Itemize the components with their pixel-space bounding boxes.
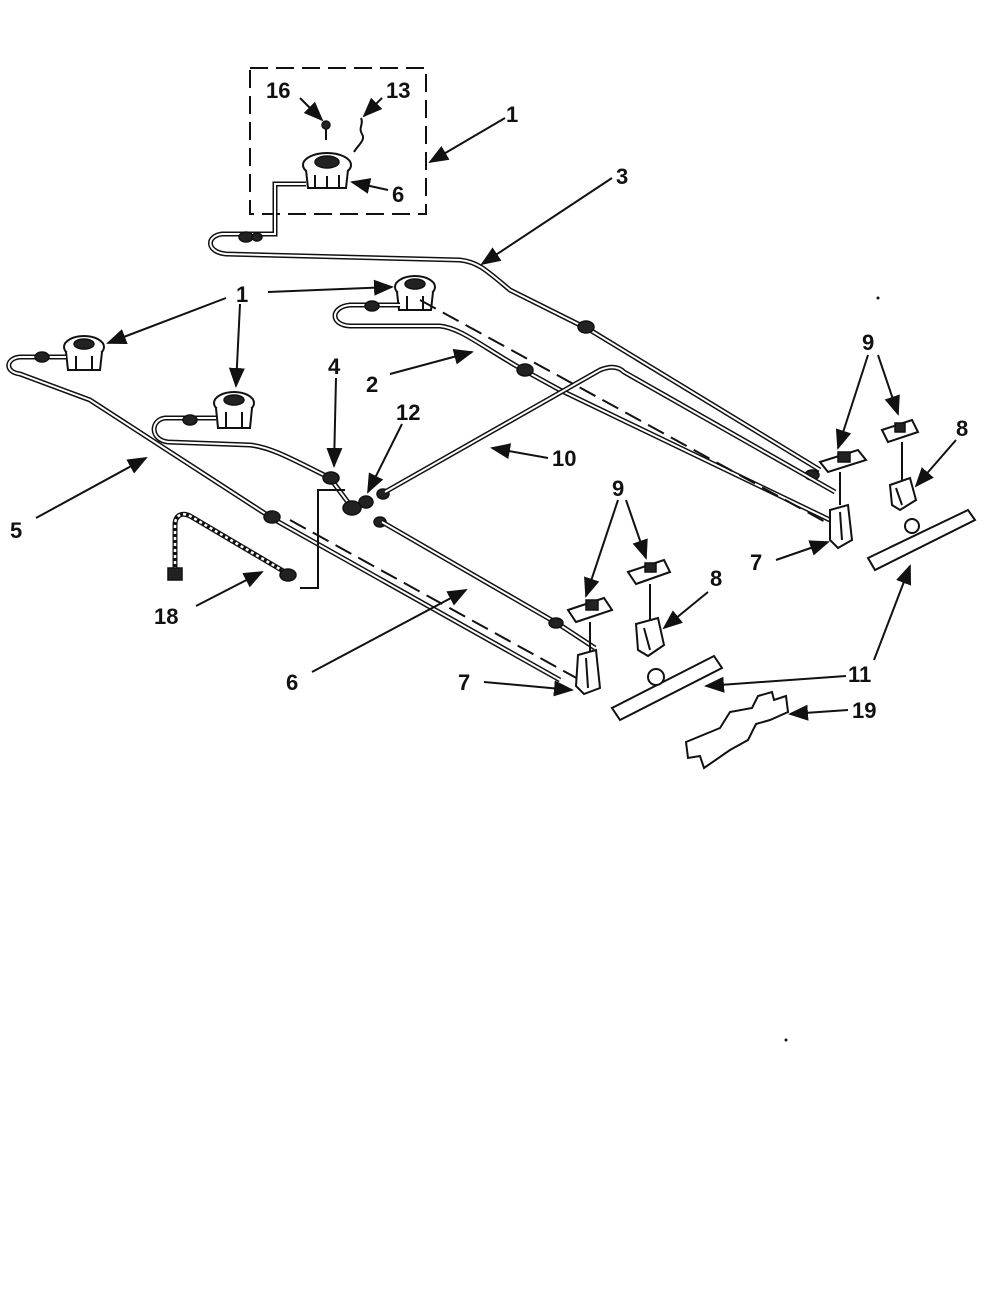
- gas-tube-10: [383, 364, 837, 495]
- leader-1-to-left-front: [228, 303, 245, 388]
- label-19: 19: [852, 698, 876, 723]
- leader-8-mid: [662, 591, 709, 630]
- bar-11-mid: [610, 654, 724, 722]
- label-10: 10: [552, 446, 576, 471]
- dashed-line-left: [289, 519, 581, 681]
- label-11: 11: [848, 662, 871, 687]
- gas-tube-3: [208, 181, 822, 473]
- leader-16: [299, 97, 324, 122]
- electrode-8-mid: [634, 616, 666, 658]
- label-5: 5: [10, 518, 22, 543]
- electrode-7-right: [829, 503, 854, 550]
- leader-1-to-right-rear: [267, 279, 394, 296]
- dashed-line-right: [419, 299, 841, 531]
- leader-10: [490, 443, 549, 460]
- inset-dashed-box: [249, 67, 427, 215]
- ignition-switch-9-mid-b: [626, 558, 672, 620]
- leader-8-right: [914, 439, 957, 488]
- wire-spring-part-13: [353, 117, 364, 153]
- leader-1-top: [428, 117, 506, 164]
- leader-7-right: [775, 540, 830, 561]
- leader-9-mid-b: [625, 499, 648, 560]
- leader-11-to-right-bar: [873, 564, 912, 661]
- screw-part-16: [321, 120, 331, 140]
- flex-hose-18: [167, 511, 297, 582]
- label-13: 13: [386, 78, 410, 103]
- ignition-switch-9-right-b: [880, 418, 920, 480]
- label-6-top: 6: [392, 182, 404, 207]
- burner-right-rear: [394, 275, 436, 311]
- leader-6-top: [350, 178, 389, 194]
- heat-shield-19: [684, 690, 790, 770]
- electrode-8-right: [888, 476, 918, 512]
- scan-speck: [784, 1038, 788, 1042]
- burner-left-rear: [63, 335, 105, 371]
- leader-7-left: [483, 680, 574, 697]
- scan-speck: [876, 296, 880, 300]
- inset-burner-head: [302, 152, 352, 189]
- leader-12: [367, 423, 403, 494]
- leader-19: [788, 704, 849, 721]
- leader-11-to-mid-bar: [704, 675, 847, 693]
- label-7-right: 7: [750, 550, 762, 575]
- leader-4: [326, 377, 343, 468]
- label-9-mid: 9: [612, 476, 624, 501]
- leader-6-bottom: [311, 589, 468, 673]
- label-8-right: 8: [956, 416, 968, 441]
- leader-3: [480, 177, 613, 266]
- label-12: 12: [396, 400, 420, 425]
- label-2: 2: [366, 372, 378, 397]
- label-6-bottom: 6: [286, 670, 298, 695]
- leader-9-mid-a: [584, 499, 619, 598]
- leader-9-right-b: [877, 354, 900, 416]
- leader-18: [195, 571, 264, 607]
- leader-5: [35, 457, 148, 519]
- leader-2: [389, 348, 474, 375]
- leader-9-right-a: [835, 354, 869, 450]
- label-16: 16: [266, 78, 290, 103]
- leader-1-to-left-rear: [106, 297, 227, 345]
- tube-3-fitting: [238, 231, 820, 481]
- bar-11-right: [866, 508, 977, 572]
- label-9-right: 9: [862, 330, 874, 355]
- label-7-left: 7: [458, 670, 470, 695]
- manifold-fitting-12: [342, 488, 390, 528]
- leader-13: [362, 97, 383, 118]
- bracket-line: [300, 489, 345, 589]
- burner-left-front: [213, 391, 255, 429]
- label-3: 3: [616, 164, 628, 189]
- label-18: 18: [154, 604, 178, 629]
- ignition-switch-9-mid-a: [566, 596, 614, 655]
- label-8-mid: 8: [710, 566, 722, 591]
- label-1-top: 1: [506, 102, 518, 127]
- label-4: 4: [328, 354, 341, 379]
- electrode-7-mid: [574, 648, 602, 696]
- ignition-switch-9-right-a: [818, 448, 868, 505]
- gas-tube-5: [6, 354, 562, 683]
- label-1-mid: 1: [236, 282, 248, 307]
